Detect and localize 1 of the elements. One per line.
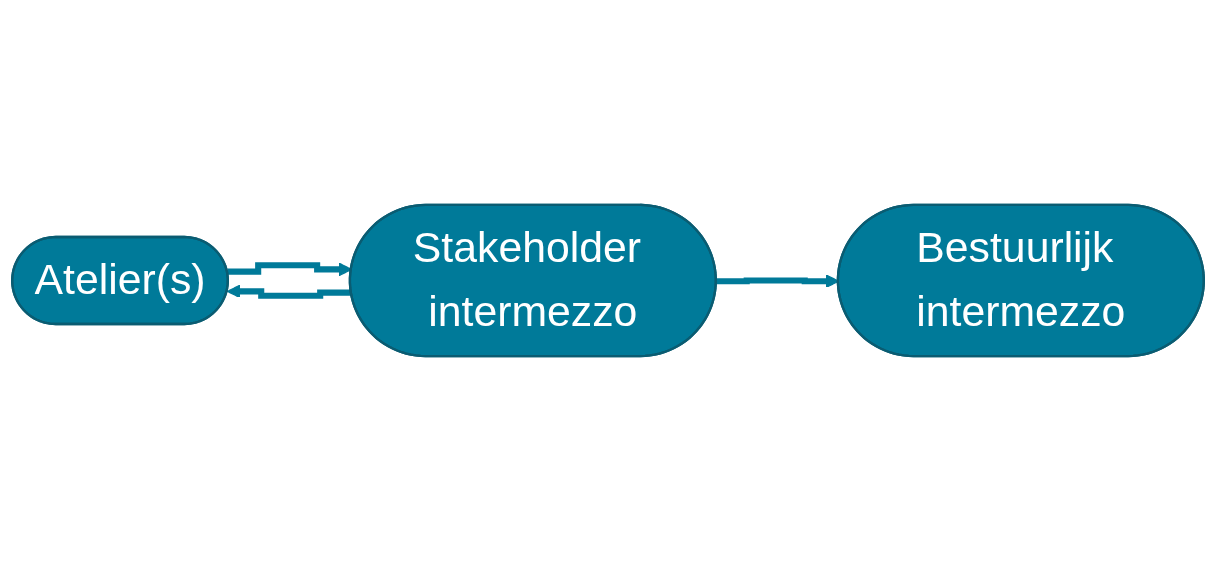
- arrow: [226, 284, 352, 299]
